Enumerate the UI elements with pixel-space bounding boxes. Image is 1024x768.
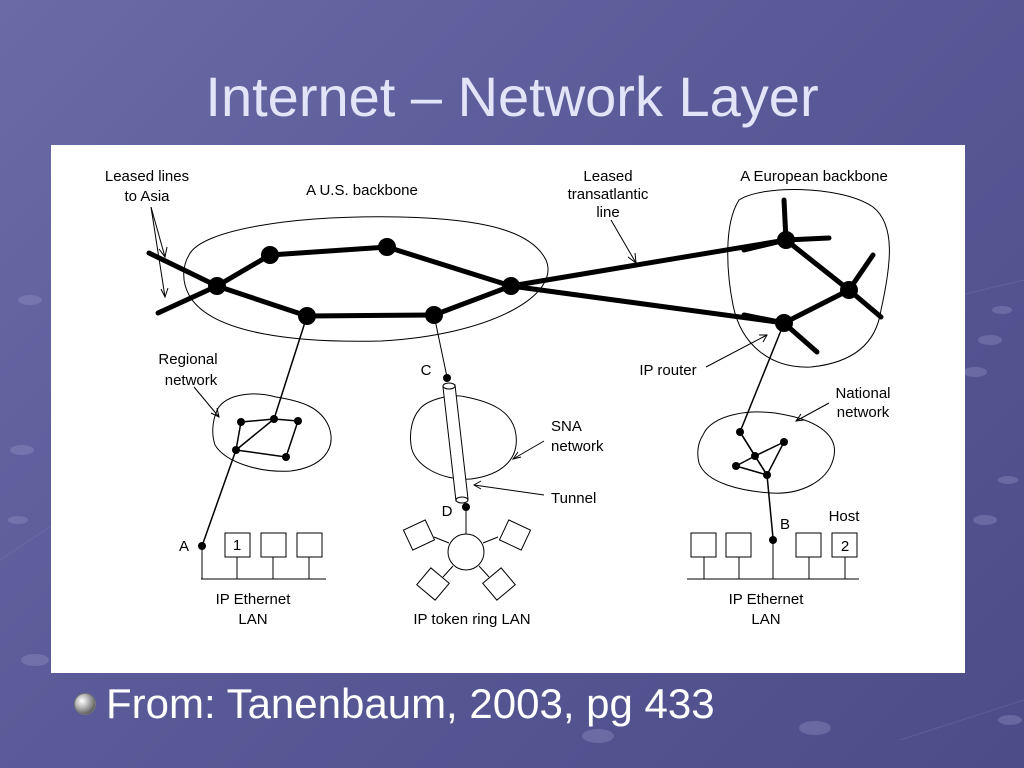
label-ip-router: IP router <box>639 362 696 379</box>
router-node <box>378 238 396 256</box>
transatlantic-arrow <box>610 219 637 265</box>
label-ip-ethernet-left: IP Ethernet <box>216 591 292 608</box>
label-european-backbone: A European backbone <box>740 168 888 185</box>
tunnel <box>433 314 469 504</box>
slide-title: Internet – Network Layer <box>205 65 819 128</box>
label-host: Host <box>829 508 861 525</box>
label-tunnel: Tunnel <box>551 490 596 507</box>
regional-network-links <box>201 315 308 547</box>
label-leased-asia: Leased lines <box>105 168 189 185</box>
backbone-routers <box>208 231 858 332</box>
label-us-backbone: A U.S. backbone <box>306 182 418 199</box>
national-network-cloud <box>697 411 835 494</box>
label-d: D <box>442 503 453 520</box>
label-national-network: National <box>835 385 890 402</box>
sna-network-cloud <box>410 395 517 480</box>
label-regional-network: Regional <box>158 351 217 368</box>
label-sna-network: network <box>551 438 604 455</box>
bullet-text: From: Tanenbaum, 2003, pg 433 <box>106 680 715 727</box>
label-ip-ethernet-left: LAN <box>238 611 267 628</box>
label-host-2: 2 <box>841 538 849 555</box>
router-node <box>840 281 858 299</box>
ip-router-arrow <box>705 334 768 368</box>
national-arrow <box>794 402 830 422</box>
label-c: C <box>421 362 432 379</box>
host-1-box <box>224 532 251 558</box>
bullet-item: From: Tanenbaum, 2003, pg 433 <box>74 676 715 732</box>
regional-network-nodes <box>232 415 302 461</box>
label-leased-asia: to Asia <box>124 188 170 205</box>
label-leased-transatlantic: transatlantic <box>568 186 649 203</box>
node-c <box>443 374 451 382</box>
left-ethernet-lan <box>201 532 326 580</box>
sna-arrow <box>511 440 545 460</box>
european-backbone-cloud <box>727 189 890 368</box>
regional-arrow <box>193 386 220 418</box>
label-national-network: network <box>837 404 890 421</box>
right-ethernet-lan <box>687 532 859 580</box>
router-node <box>261 246 279 264</box>
label-leased-transatlantic: line <box>596 204 619 221</box>
router-node <box>208 277 226 295</box>
label-ip-ethernet-right: IP Ethernet <box>729 591 805 608</box>
bullet-sphere-icon <box>74 693 96 715</box>
label-leased-transatlantic: Leased <box>583 168 632 185</box>
token-ring-lan <box>402 507 532 601</box>
label-ip-ethernet-right: LAN <box>751 611 780 628</box>
regional-network-cloud <box>212 393 332 472</box>
asia-label-arrows <box>150 206 169 299</box>
node-a <box>198 542 206 550</box>
label-b: B <box>780 516 790 533</box>
host-2-box <box>831 532 858 558</box>
label-a: A <box>179 538 189 555</box>
router-node <box>502 277 520 295</box>
network-diagram: Leased lines to Asia A U.S. backbone Lea… <box>105 168 891 628</box>
backbone-links <box>146 197 884 355</box>
router-node <box>777 231 795 249</box>
us-backbone-cloud <box>183 216 549 342</box>
figure-panel: Leased lines to Asia A U.S. backbone Lea… <box>51 145 965 673</box>
label-sna-network: SNA <box>551 418 582 435</box>
label-regional-network: network <box>165 372 218 389</box>
tunnel-arrow <box>472 480 545 496</box>
national-network-nodes <box>732 428 788 544</box>
label-token-ring-lan: IP token ring LAN <box>413 611 530 628</box>
label-host-1: 1 <box>233 537 241 554</box>
